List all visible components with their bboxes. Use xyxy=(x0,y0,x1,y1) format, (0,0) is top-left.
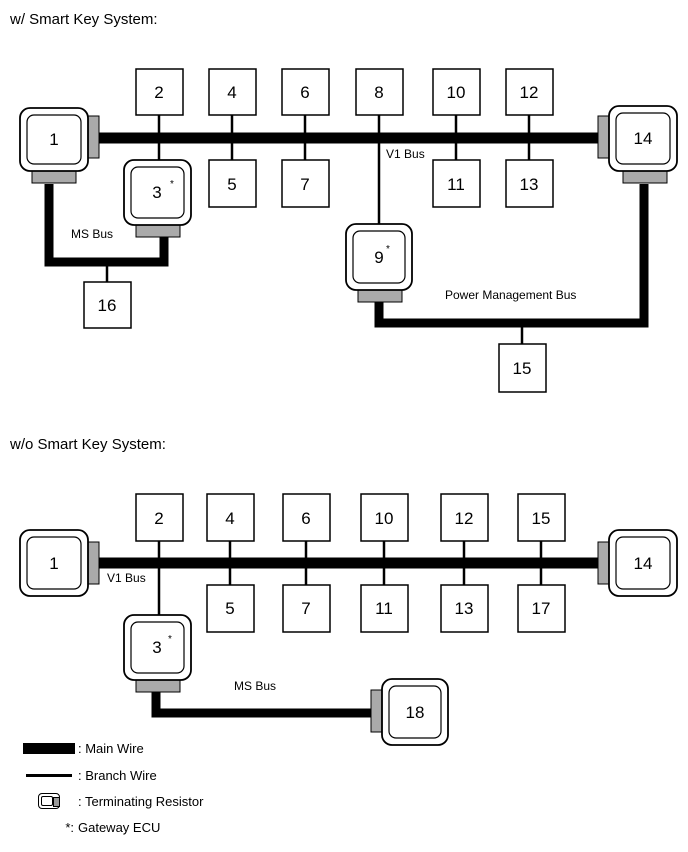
top-ecu-15-label: 15 xyxy=(513,359,532,378)
top-ecu-16-label: 16 xyxy=(98,296,117,315)
top-ecu-7: 7 xyxy=(281,159,330,208)
bottom-ecu-2: 2 xyxy=(135,493,184,542)
bottom-ecu-18-label: 18 xyxy=(406,703,425,722)
bottom-ecu-1-label: 1 xyxy=(49,554,58,573)
bottom-ecu-1-terminating: 1 xyxy=(19,529,100,597)
legend-branch-wire: : Branch Wire xyxy=(20,765,157,785)
bottom-ecu-14-label: 14 xyxy=(634,554,653,573)
top-power-bus-label: Power Management Bus xyxy=(445,288,576,302)
bottom-ecu-3-gateway: 3 * xyxy=(123,614,192,693)
bottom-ecu-3-label: 3 xyxy=(152,638,161,657)
bottom-ecu-17-label: 17 xyxy=(532,599,551,618)
bottom-diagram: 2 4 6 10 12 15 5 7 11 13 17 1 14 3 xyxy=(19,493,678,746)
legend-terminating-resistor: : Terminating Resistor xyxy=(20,791,203,811)
legend-main-wire-label: : Main Wire xyxy=(78,740,144,756)
bottom-ecu-14-terminating: 14 xyxy=(597,529,678,597)
top-power-main-wire xyxy=(374,184,649,328)
top-ecu-12: 12 xyxy=(505,68,554,116)
top-ecu-2-label: 2 xyxy=(154,83,163,102)
bottom-ecu-17: 17 xyxy=(517,584,566,633)
bottom-v1-bus-label: V1 Bus xyxy=(107,571,146,585)
top-ecu-10: 10 xyxy=(432,68,481,116)
legend-main-wire: : Main Wire xyxy=(20,738,144,758)
top-ecu-1-label: 1 xyxy=(49,130,58,149)
top-ecu-10-label: 10 xyxy=(447,83,466,102)
top-ecu-9-gateway-mark: * xyxy=(386,244,390,255)
top-ecu-15: 15 xyxy=(498,343,547,393)
top-ecu-9-gateway: 9 * xyxy=(345,223,413,303)
top-diagram: 2 4 6 8 10 12 5 7 11 13 16 15 1 14 xyxy=(19,68,678,393)
top-ecu-4-label: 4 xyxy=(227,83,236,102)
bottom-ecu-7-label: 7 xyxy=(301,599,310,618)
bottom-ecu-6-label: 6 xyxy=(301,509,310,528)
bottom-ecu-10: 10 xyxy=(360,493,409,542)
terminating-resistor-icon xyxy=(20,793,78,809)
branch-wire-swatch xyxy=(20,773,78,777)
bottom-ecu-15-label: 15 xyxy=(532,509,551,528)
bottom-ecu-11-label: 11 xyxy=(375,599,393,618)
bottom-ecu-13: 13 xyxy=(440,584,489,633)
bottom-ecu-3-gateway-mark: * xyxy=(168,634,172,645)
top-ecu-13: 13 xyxy=(505,159,554,208)
bottom-ecu-4: 4 xyxy=(206,493,255,542)
bottom-ecu-12-label: 12 xyxy=(455,509,474,528)
top-ecu-7-label: 7 xyxy=(300,175,309,194)
top-v1-bus-label: V1 Bus xyxy=(386,147,425,161)
top-ecu-5: 5 xyxy=(208,159,257,208)
bottom-ecu-15: 15 xyxy=(517,493,566,542)
top-ecu-3-label: 3 xyxy=(152,183,161,202)
main-wire-swatch xyxy=(20,742,78,754)
bottom-ecu-12: 12 xyxy=(440,493,489,542)
legend-gateway-ecu: *: Gateway ECU xyxy=(20,817,160,837)
top-ecu-6: 6 xyxy=(281,68,330,116)
title-with-smart-key: w/ Smart Key System: xyxy=(10,11,158,28)
top-ecu-4: 4 xyxy=(208,68,257,116)
top-ecu-3-gateway: 3 * xyxy=(123,159,192,238)
top-ms-bus-label: MS Bus xyxy=(71,227,113,241)
top-ecu-11: 11 xyxy=(432,159,481,208)
legend-terminating-resistor-label: : Terminating Resistor xyxy=(78,793,204,809)
bottom-ecu-5-label: 5 xyxy=(225,599,234,618)
top-ecu-3-gateway-mark: * xyxy=(170,179,174,190)
top-ecu-14-label: 14 xyxy=(634,129,653,148)
top-ecu-6-label: 6 xyxy=(300,83,309,102)
top-ecu-1-terminating: 1 xyxy=(19,107,100,184)
bottom-ecu-2-label: 2 xyxy=(154,509,163,528)
legend-branch-wire-label: : Branch Wire xyxy=(78,767,157,783)
bottom-ecu-6: 6 xyxy=(282,493,331,542)
bottom-ecu-10-label: 10 xyxy=(375,509,394,528)
top-ecu-5-label: 5 xyxy=(227,175,236,194)
legend-gateway-ecu-label: Gateway ECU xyxy=(78,819,161,835)
bottom-ms-main-wire xyxy=(151,690,372,718)
top-ecu-2: 2 xyxy=(135,68,184,116)
bottom-ecu-4-label: 4 xyxy=(225,509,234,528)
top-branch-wires xyxy=(105,115,531,344)
top-ecu-14-terminating: 14 xyxy=(597,105,678,184)
bottom-ecu-5: 5 xyxy=(206,584,255,633)
top-ecu-8: 8 xyxy=(355,68,404,116)
top-ecu-12-label: 12 xyxy=(520,83,539,102)
bottom-ecu-7: 7 xyxy=(282,584,331,633)
bottom-ecu-11: 11 xyxy=(360,584,409,633)
top-ecu-8-label: 8 xyxy=(374,83,383,102)
bottom-ecu-18-terminating: 18 xyxy=(370,678,449,746)
top-ecu-11-label: 11 xyxy=(447,175,465,194)
title-without-smart-key: w/o Smart Key System: xyxy=(10,436,166,453)
bottom-ms-bus-label: MS Bus xyxy=(234,679,276,693)
gateway-asterisk-symbol: *: xyxy=(65,819,74,835)
top-ecu-9-label: 9 xyxy=(374,248,383,267)
bottom-ecu-13-label: 13 xyxy=(455,599,474,618)
top-ecu-16: 16 xyxy=(83,281,132,329)
bottom-branch-wires xyxy=(157,541,543,617)
top-ecu-13-label: 13 xyxy=(520,175,539,194)
